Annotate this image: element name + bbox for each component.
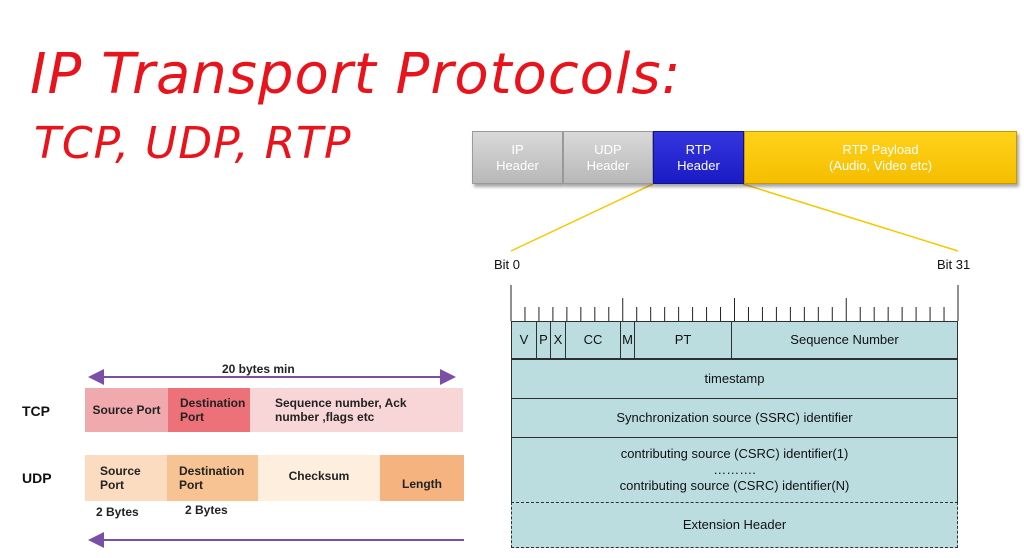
page-title: IP Transport Protocols:	[30, 42, 682, 107]
udp-label: UDP	[22, 470, 52, 486]
bit-end-label: Bit 31	[937, 257, 971, 272]
rtp-payload-segment: RTP Payload (Audio, Video etc)	[744, 131, 1017, 184]
field-ssrc: Synchronization source (SSRC) identifier	[511, 398, 958, 438]
field-pt: PT	[634, 321, 732, 359]
tcp-label: TCP	[22, 403, 50, 419]
field-extension-header: Extension Header	[511, 502, 958, 548]
field-x: X	[550, 321, 566, 359]
bit-start-label: Bit 0	[494, 257, 521, 272]
udp-length: Length	[380, 455, 464, 501]
udp-header-segment: UDP Header	[563, 131, 653, 184]
udp-destination-port: Destination Port	[167, 455, 258, 501]
ip-header-segment: IP Header	[472, 131, 563, 184]
udp-checksum: Checksum	[258, 455, 380, 501]
udp-source-port: Source Port	[85, 455, 167, 501]
byte-label-1: 2 Bytes	[96, 505, 139, 519]
tcp-rest-fields: Sequence number, Ack number ,flags etc	[250, 388, 463, 432]
field-sequence-number: Sequence Number	[731, 321, 958, 359]
span-label: 20 bytes min	[222, 362, 295, 376]
page-subtitle: TCP, UDP, RTP	[34, 118, 352, 169]
field-timestamp: timestamp	[511, 359, 958, 399]
callout-line-left	[510, 183, 654, 252]
field-csrc: contributing source (CSRC) identifier(1)…	[511, 437, 958, 503]
byte-label-2: 2 Bytes	[185, 503, 228, 517]
rtp-header-segment: RTP Header	[653, 131, 744, 184]
tcp-source-port: Source Port	[85, 388, 168, 432]
callout-line-right	[742, 183, 959, 252]
tcp-destination-port: Destination Port	[168, 388, 250, 432]
